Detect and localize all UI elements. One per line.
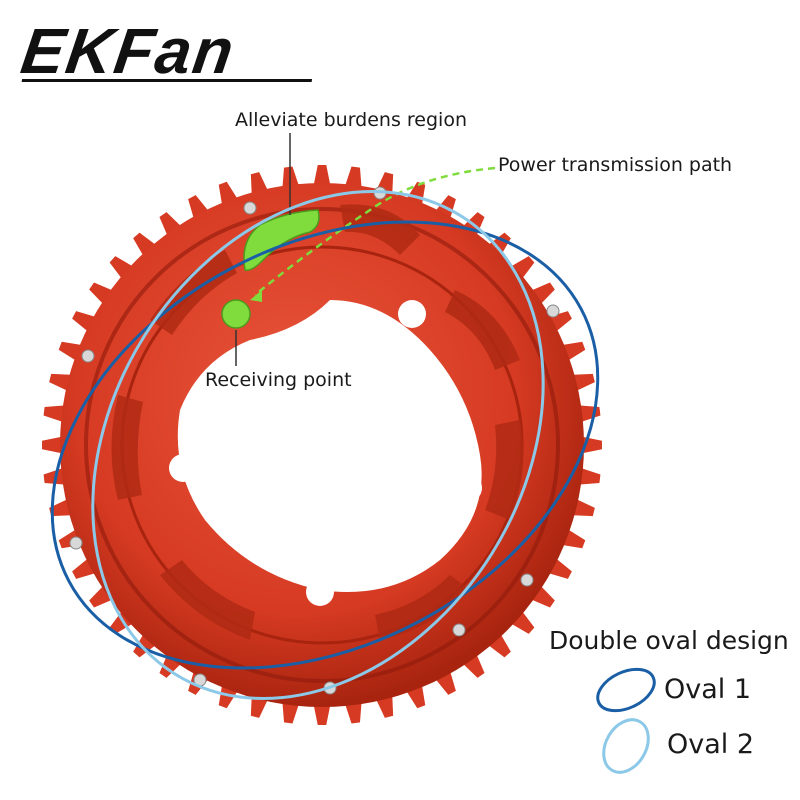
chainring-tooth: [313, 702, 331, 725]
chainring-bolts: [69, 186, 560, 695]
chainring-tooth: [282, 699, 300, 724]
outer-ring-ridge: [84, 207, 560, 683]
brand-logo: EKFan: [16, 15, 326, 87]
chainring-tooth: [282, 166, 300, 191]
chainring-tooth: [313, 165, 331, 188]
alleviate-callout-label: Alleviate burdens region: [235, 109, 467, 131]
oval-1-outline: [50, 220, 600, 670]
legend-oval-1-swatch: [596, 667, 656, 713]
chainring-tooth: [344, 699, 362, 724]
alleviate-region-highlight: [243, 209, 320, 271]
brand-underline: [21, 79, 313, 82]
power-transmission-path: [254, 166, 496, 296]
power-path-arrowhead: [250, 290, 262, 302]
chainring-tooth: [42, 436, 65, 454]
oval-2-outline: [91, 190, 545, 700]
legend-title: Double oval design: [549, 626, 789, 655]
chainring-tooth: [576, 467, 601, 485]
chainring-tooth: [43, 405, 68, 423]
receiving-point-highlight: [221, 299, 251, 329]
power-callout-label: Power transmission path: [498, 154, 733, 176]
chainring-tooth: [344, 166, 362, 191]
receiving-callout-label: Receiving point: [205, 369, 352, 391]
legend-oval-2-swatch: [602, 718, 650, 774]
brand-name: EKFan: [16, 15, 240, 87]
legend-oval-2-label: Oval 2: [667, 729, 755, 760]
legend-oval-1-label: Oval 1: [664, 674, 752, 705]
